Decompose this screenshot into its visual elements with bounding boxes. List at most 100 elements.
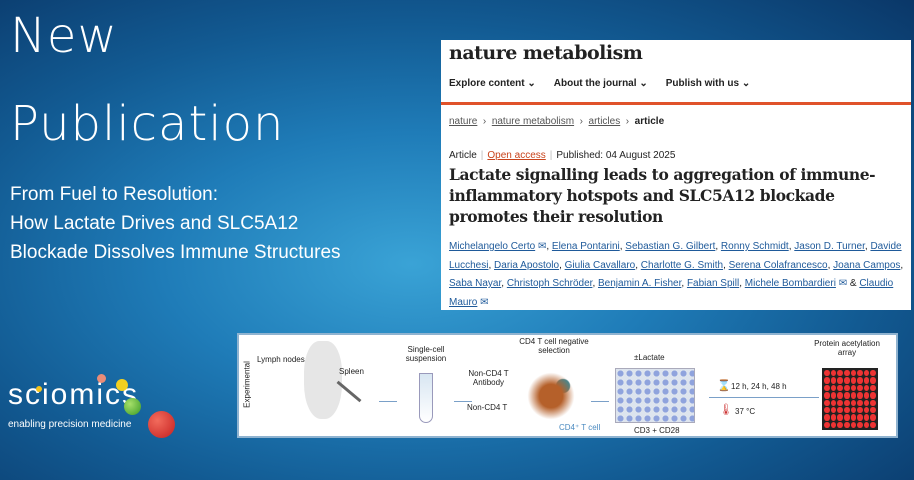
array-spot — [830, 370, 837, 377]
author-link[interactable]: Saba Nayar — [449, 278, 502, 289]
author-link[interactable]: Sebastian G. Gilbert — [625, 241, 716, 252]
array-spot — [857, 370, 863, 377]
cd3-label: CD3 + CD28 — [634, 426, 680, 435]
spleen-label: Spleen — [339, 367, 364, 376]
array-spot — [863, 370, 870, 377]
array-spot — [824, 370, 830, 377]
breadcrumb-nature[interactable]: nature — [449, 116, 478, 127]
nav-about-journal[interactable]: About the journal ⌄ — [554, 78, 648, 89]
chevron-down-icon: ⌄ — [527, 78, 536, 89]
array-spot — [824, 421, 830, 428]
author-link[interactable]: Michelangelo Certo — [449, 241, 536, 252]
logo-tagline: enabling precision medicine — [8, 419, 132, 430]
array-spot — [824, 377, 830, 384]
author-link[interactable]: Ronny Schmidt — [720, 241, 789, 252]
array-spot — [850, 370, 857, 377]
noncd4-label: Non-CD4 T — [467, 403, 508, 412]
array-spot — [863, 377, 870, 384]
logo-dot-yellow-small — [36, 386, 42, 392]
array-spot — [857, 421, 863, 428]
array-spot — [857, 384, 863, 392]
array-spot — [837, 392, 843, 399]
array-spot — [843, 399, 850, 406]
article-title: Lactate signalling leads to aggregation … — [449, 165, 876, 226]
author-link[interactable]: Elena Pontarini — [551, 241, 620, 252]
array-spot — [837, 414, 843, 421]
hourglass-icon: ⌛ — [717, 380, 731, 392]
author-link[interactable]: Jason D. Turner — [794, 241, 865, 252]
author-link[interactable]: Daria Apostolo — [494, 259, 560, 271]
array-spot — [837, 370, 843, 377]
array-spot — [837, 377, 843, 384]
array-spot — [870, 414, 876, 421]
author-link[interactable]: Benjamin A. Fisher — [598, 278, 682, 289]
logo-dot-red — [148, 411, 175, 438]
array-spot — [863, 392, 870, 399]
array-spot — [850, 414, 857, 421]
journal-nav: Explore content ⌄ About the journal ⌄ Pu… — [449, 78, 750, 89]
array-spot — [843, 384, 850, 392]
author-link[interactable]: Davide Lucchesi — [449, 241, 902, 271]
array-spot — [850, 399, 857, 406]
author-link[interactable]: Fabian Spill — [686, 278, 740, 289]
arrow — [454, 401, 472, 402]
logo-dot-salmon — [97, 374, 106, 383]
arrow — [591, 401, 609, 402]
open-access-link[interactable]: Open access — [487, 150, 546, 161]
author-link[interactable]: Joana Campos — [833, 259, 901, 271]
author-link[interactable]: Claudio Mauro — [449, 278, 894, 308]
array-spot — [870, 421, 876, 428]
array-spot — [824, 399, 830, 406]
mail-icon[interactable]: ✉ — [835, 278, 848, 289]
array-spot — [843, 392, 850, 399]
array-spot — [863, 399, 870, 406]
chevron-down-icon: ⌄ — [741, 78, 751, 89]
lactate-label: ±Lactate — [634, 353, 665, 362]
array-spot — [870, 399, 876, 406]
author-link[interactable]: Charlotte G. Smith — [640, 259, 724, 271]
breadcrumb-current: article — [634, 116, 665, 127]
author-link[interactable]: Michele Bombardieri — [744, 278, 836, 289]
article-type: Article — [449, 150, 477, 161]
amp: & — [849, 278, 857, 289]
nav-explore-content[interactable]: Explore content ⌄ — [449, 78, 536, 89]
journal-brand[interactable]: nature metabolism — [449, 42, 643, 64]
array-spot — [843, 377, 850, 384]
arrow — [379, 401, 397, 402]
subtitle-line: How Lactate Drives and SLC5A12 — [10, 213, 299, 234]
nav-publish[interactable]: Publish with us ⌄ — [666, 78, 751, 89]
cell-cluster — [521, 371, 581, 421]
array-spot — [870, 384, 876, 392]
array-spot — [857, 392, 863, 399]
array-spot — [830, 384, 837, 392]
author-link[interactable]: Giulia Cavallaro — [564, 259, 636, 271]
array-spot — [857, 399, 863, 406]
mail-icon[interactable]: ✉ — [535, 241, 547, 252]
array-spot — [857, 414, 863, 421]
array-spot — [850, 392, 857, 399]
array-spot — [863, 421, 870, 428]
breadcrumb-journal[interactable]: nature metabolism — [491, 116, 575, 127]
mouse-illustration — [304, 341, 342, 419]
array-spot — [843, 421, 850, 428]
array-spot — [824, 392, 830, 399]
array-spot — [830, 406, 837, 414]
array-spot — [850, 421, 857, 428]
array-spot — [824, 384, 830, 392]
author-link[interactable]: Serena Colafrancesco — [728, 259, 828, 271]
mail-icon[interactable]: ✉ — [477, 296, 489, 308]
temp-label: 37 °C — [735, 407, 756, 416]
cd4-selection-label: CD4 T cell negative selection — [519, 337, 589, 355]
side-label: Experimental — [242, 361, 252, 408]
experimental-diagram: Experimental Lymph nodes Spleen Single-c… — [237, 333, 898, 438]
author-link[interactable]: Christoph Schröder — [506, 278, 593, 289]
headline-new: New — [10, 8, 118, 64]
arrow — [709, 397, 819, 398]
breadcrumb-articles[interactable]: articles — [588, 116, 621, 127]
array-spot — [870, 392, 876, 399]
array-spot — [843, 370, 850, 377]
breadcrumb: nature › nature metabolism › articles › … — [449, 116, 665, 127]
array-spot — [830, 414, 837, 421]
array-spot — [837, 421, 843, 428]
array-spot — [830, 421, 837, 428]
